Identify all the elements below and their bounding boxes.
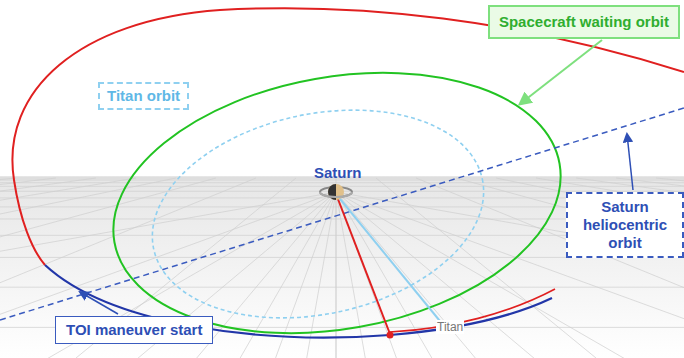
label-box: Saturn heliocentric orbit <box>566 192 684 258</box>
leader-arrow <box>520 40 602 104</box>
heliocentric-orbit-line <box>0 108 684 320</box>
box-text: Saturn heliocentric orbit <box>572 198 678 252</box>
label-box: TOI maneuver start <box>55 316 213 344</box>
saturn-symbol <box>320 184 352 200</box>
waiting-orbit <box>93 40 582 358</box>
box-text: TOI maneuver start <box>66 321 202 339</box>
label-box: Titan orbit <box>98 82 189 110</box>
box-text: Titan orbit <box>107 87 180 105</box>
label-box: Spacecraft waiting orbit <box>488 5 680 39</box>
moon-label: Titan <box>436 320 464 334</box>
transfer-arc-end <box>390 289 555 332</box>
titan-radius <box>336 194 444 326</box>
plane-grid <box>0 178 684 358</box>
titan-orbit <box>133 81 503 346</box>
spacecraft-dot <box>387 332 394 339</box>
leader-arrow <box>80 292 118 314</box>
box-text: Spacecraft waiting orbit <box>499 13 669 31</box>
leader-arrow <box>627 134 633 190</box>
spacecraft-radius <box>336 194 390 334</box>
planet-label: Saturn <box>313 164 363 181</box>
